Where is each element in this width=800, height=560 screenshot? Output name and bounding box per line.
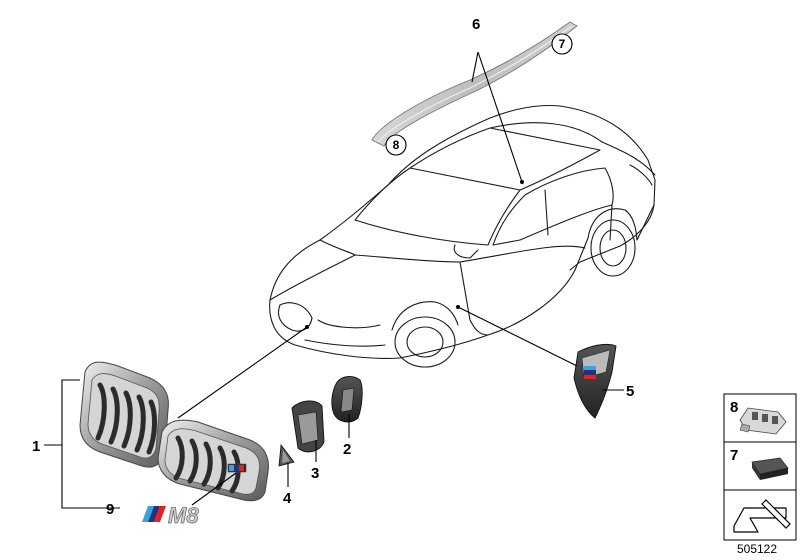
callout-5: 5 <box>626 383 634 400</box>
part-2-bracket <box>331 376 363 423</box>
callout-4: 4 <box>283 490 292 507</box>
arrow-left-down-icon <box>733 499 791 533</box>
legend-label-8: 8 <box>730 399 738 416</box>
roof-trim-strip <box>371 21 578 147</box>
legend-box-7: 7 <box>723 441 797 491</box>
adhesive-pad-icon <box>751 457 789 480</box>
callout-3: 3 <box>311 465 319 482</box>
callout-6: 6 <box>472 16 480 33</box>
callout-7: 7 <box>559 37 566 51</box>
callout-9: 9 <box>106 501 114 518</box>
legend-box-arrow <box>723 489 797 541</box>
kidney-grille <box>79 361 269 502</box>
callout-2: 2 <box>343 441 351 458</box>
part-4-cover <box>278 443 295 467</box>
m8-emblem: M8 <box>142 503 200 528</box>
part-3-bracket <box>291 400 325 453</box>
callout-7-circle <box>551 33 573 55</box>
leader-lines <box>44 51 624 509</box>
legend-box-8: 8 <box>723 393 797 443</box>
callout-8-circle <box>385 134 407 156</box>
part-5-side-gill <box>573 343 617 419</box>
emblem-text: M8 <box>168 503 199 528</box>
car-outline <box>269 105 656 368</box>
callout-1: 1 <box>32 438 40 455</box>
document-number: 505122 <box>737 542 777 556</box>
callout-8: 8 <box>393 138 400 152</box>
legend-label-7: 7 <box>730 447 738 464</box>
clip-icon <box>739 407 787 435</box>
